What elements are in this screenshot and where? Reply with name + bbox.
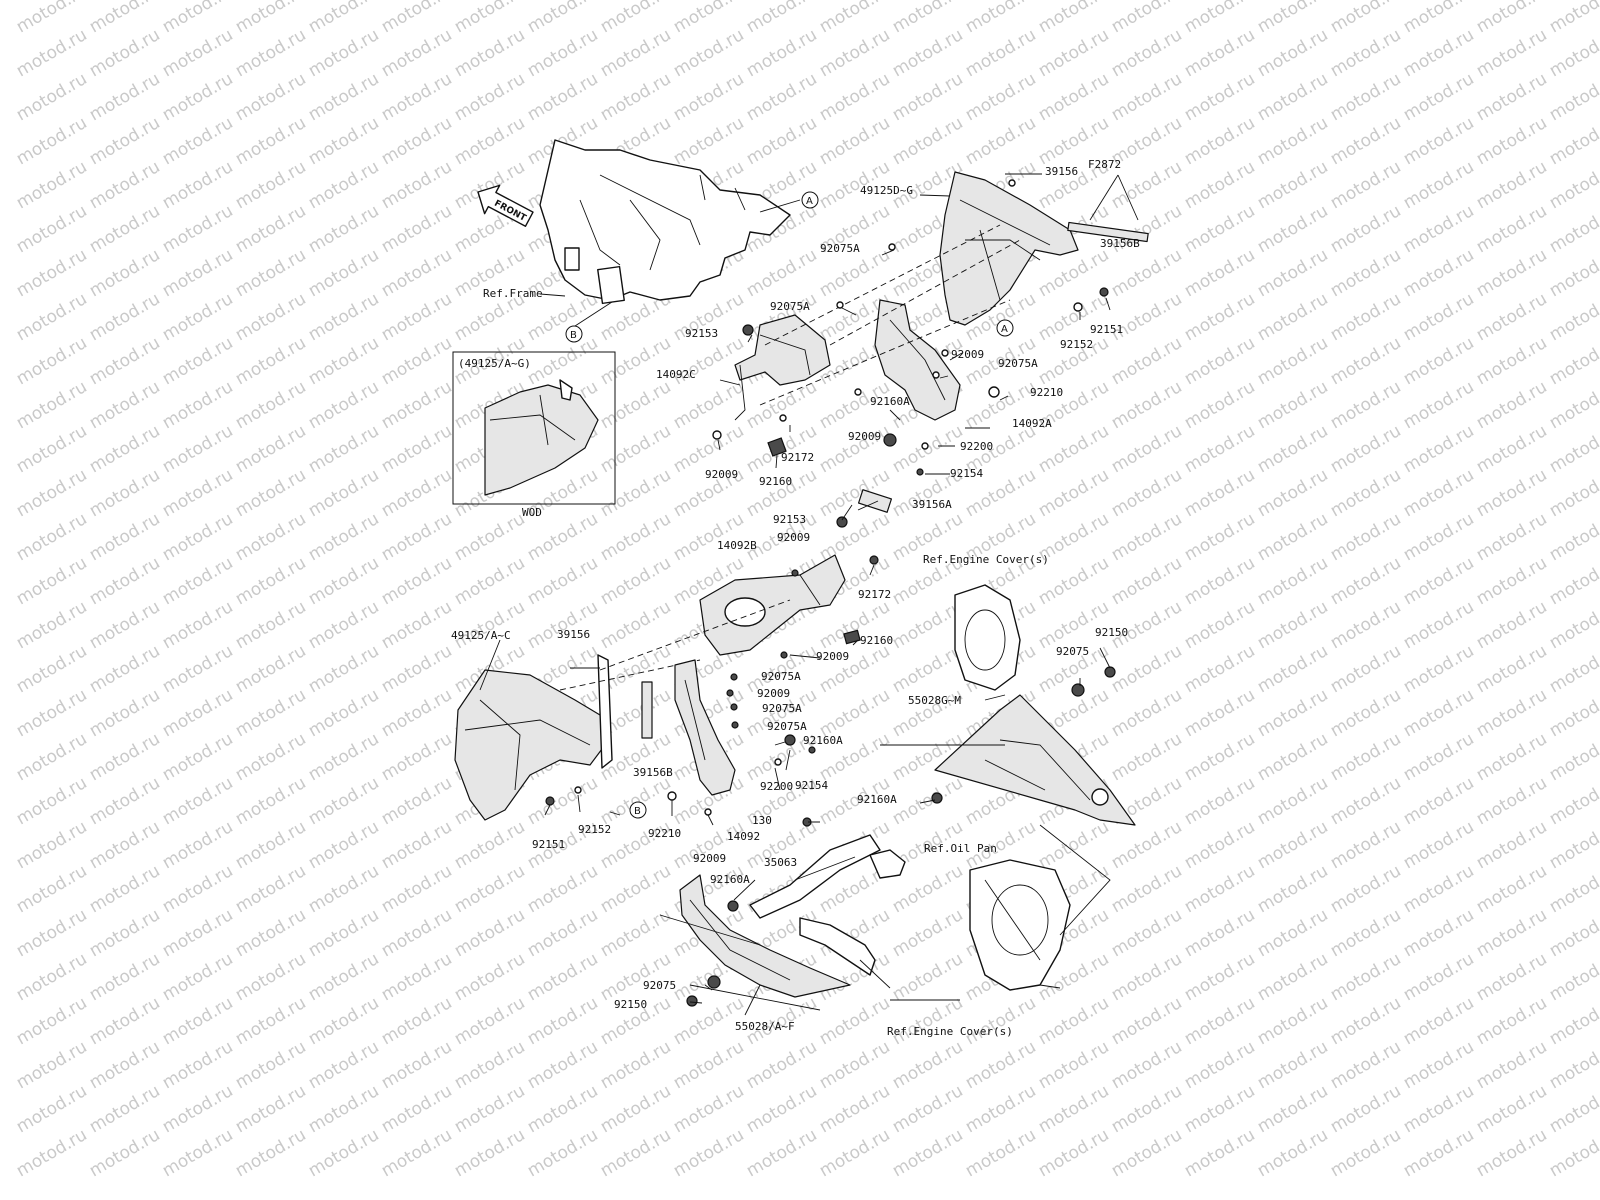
part-label: 49125/A~C [451,629,511,642]
part-label: 14092C [656,368,696,381]
part-label: 92009 [757,687,790,700]
part-label: 92160 [759,475,792,488]
svg-text:B: B [570,330,577,341]
part-label: 92153 [773,513,806,526]
diagram-code: F2872 [1088,158,1121,171]
strip-39156a [857,489,893,513]
bracket-35063 [749,834,906,976]
part-label: Ref.Engine Cover(s) [887,1025,1013,1038]
part-label: 92009 [816,650,849,663]
part-label: 92153 [685,327,718,340]
part-label: 92152 [1060,338,1093,351]
part-label: 92151 [532,838,565,851]
fasteners-upper [712,179,1109,476]
svg-text:B: B [634,806,641,817]
lower-cover-right [934,694,1136,826]
bracket-14092b [699,554,846,656]
lower-cover-left [679,874,851,998]
part-label: 92172 [781,451,814,464]
bracket-14092 [674,659,736,796]
engine-cover-upper [954,584,1021,691]
part-label: 130 [752,814,772,827]
part-label: 39156 [1045,165,1078,178]
part-label: 39156B [633,766,673,779]
part-label: 14092 [727,830,760,843]
part-label: 92154 [795,779,828,792]
part-label: 92172 [858,588,891,601]
inset-box: (49125/A~G) WOD [452,351,616,519]
part-label: 14092B [717,539,757,552]
part-label: 92154 [950,467,983,480]
strip-39156b [1067,221,1149,243]
part-label: 92160A [710,873,750,886]
marker-a-1: A [801,191,819,209]
svg-text:A: A [806,196,813,207]
part-label: 92200 [760,780,793,793]
part-label: 92210 [648,827,681,840]
part-label: 92075A [762,702,802,715]
part-labels: 3915649125D~G39156B9215192152Ref.Frame92… [451,165,1140,1038]
part-label: 92151 [1090,323,1123,336]
part-label: 35063 [764,856,797,869]
fasteners-lower [545,516,1116,1007]
bracket-39156 [597,654,613,769]
part-label: 55028G~M [908,694,961,707]
engine-cover-lower [969,859,1071,991]
part-label: 92009 [777,531,810,544]
lower-cowl-part [454,669,606,821]
marker-b-2: B [629,801,647,819]
part-label: 92009 [951,348,984,361]
part-label: 92160 [860,634,893,647]
part-label: 92160A [870,395,910,408]
part-label: 92075A [761,670,801,683]
part-label: 39156B [1100,237,1140,250]
part-label: 55028/A~F [735,1020,795,1033]
part-label: 39156 [557,628,590,641]
part-label: Ref.Oil Pan [924,842,997,855]
inset-caption: WOD [522,506,542,519]
frame-part [539,139,791,305]
part-label: 49125D~G [860,184,913,197]
part-label: 92150 [614,998,647,1011]
svg-text:A: A [1001,324,1008,335]
part-label: 92075 [643,979,676,992]
strip-39156b-lower [641,681,653,739]
leader-lines [479,194,1111,1016]
part-label: 92075 [1056,645,1089,658]
part-label: 92075A [820,242,860,255]
part-label: 92075A [767,720,807,733]
part-label: 92160A [803,734,843,747]
part-label: 92009 [693,852,726,865]
part-label: 92075A [998,357,1038,370]
part-label: Ref.Frame [483,287,543,300]
part-label: 92152 [578,823,611,836]
bracket-14092a [874,299,961,421]
part-label: 14092A [1012,417,1052,430]
marker-b-1: B [565,325,583,343]
part-label: 92150 [1095,626,1128,639]
front-arrow-icon: FRONT [477,184,534,227]
part-label: 39156A [912,498,952,511]
inset-title: (49125/A~G) [458,357,531,370]
part-label: 92210 [1030,386,1063,399]
part-label: 92160A [857,793,897,806]
upper-cowl-part [939,171,1079,326]
marker-a-2: A [996,319,1014,337]
part-label: Ref.Engine Cover(s) [923,553,1049,566]
part-label: 92009 [848,430,881,443]
part-label: 92075A [770,300,810,313]
part-label: 92009 [705,468,738,481]
part-label: 92200 [960,440,993,453]
